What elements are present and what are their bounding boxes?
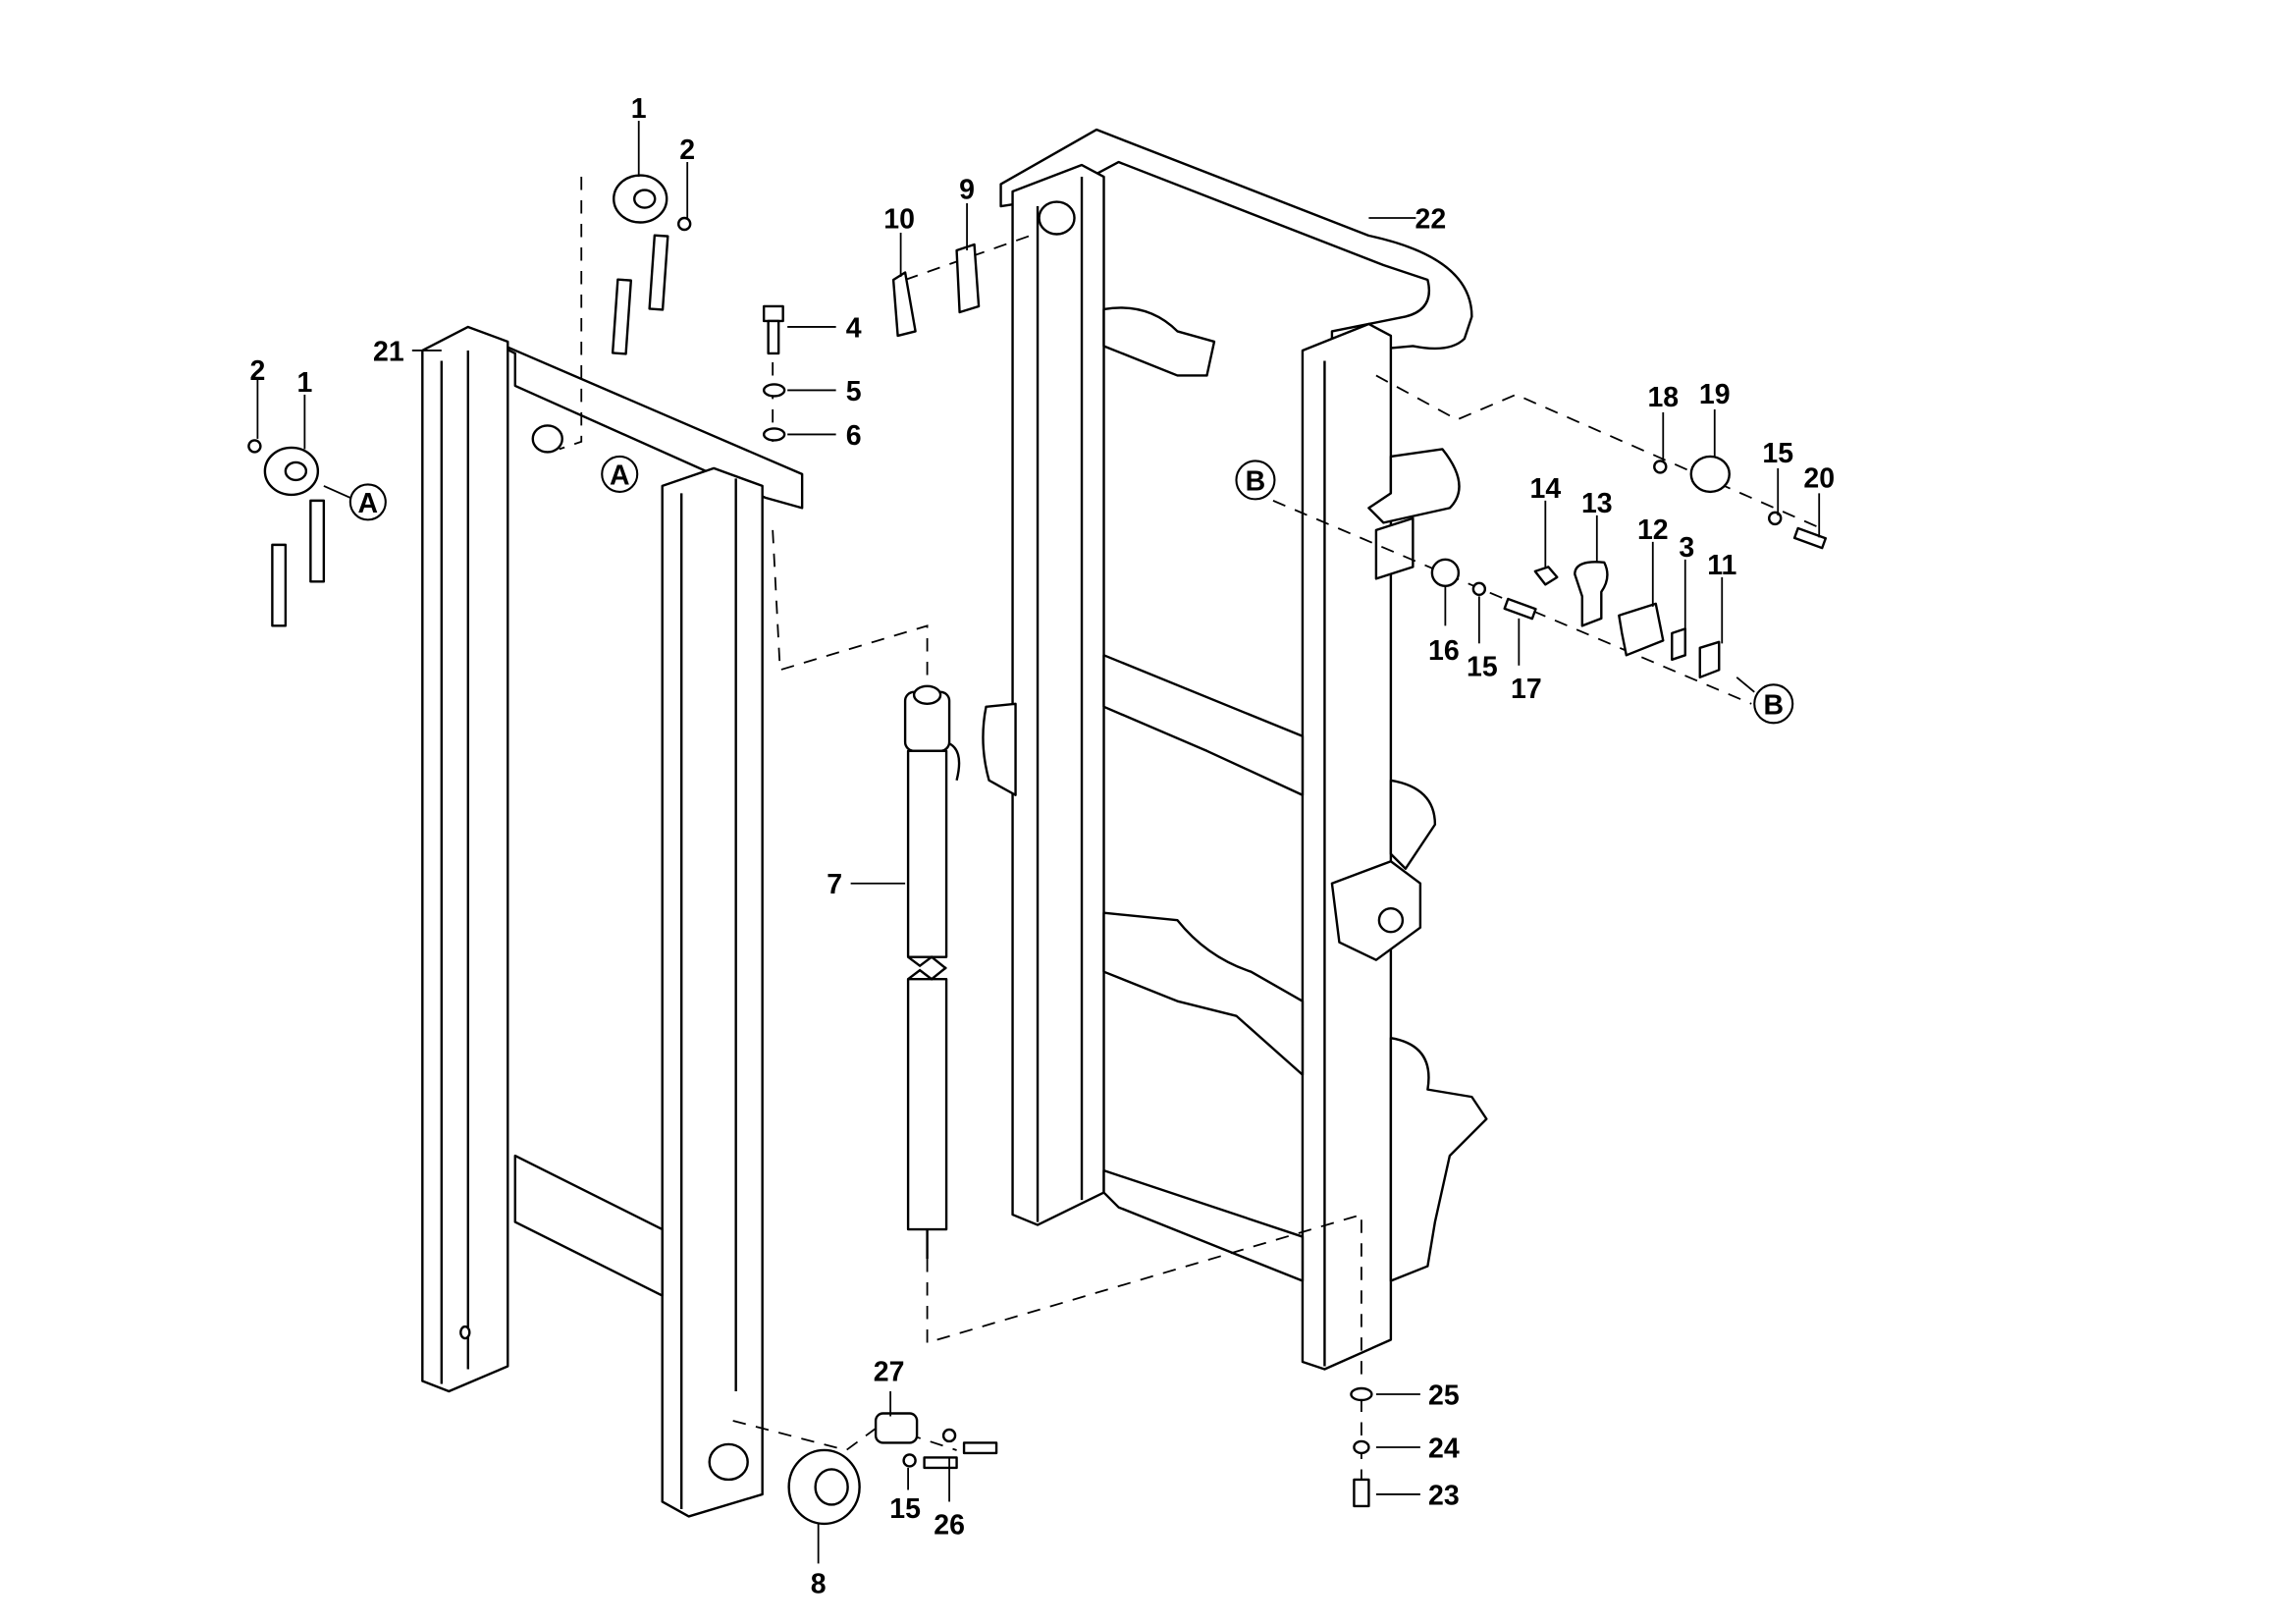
callout-20: 20 bbox=[1803, 462, 1835, 494]
callout-2: 2 bbox=[679, 135, 695, 166]
callout-9: 9 bbox=[959, 175, 975, 206]
leader-lines bbox=[256, 121, 1821, 1564]
callout-10: 10 bbox=[883, 204, 915, 236]
callout-16: 16 bbox=[1428, 635, 1460, 667]
callout-4: 4 bbox=[846, 312, 862, 344]
reference-label: A bbox=[358, 488, 379, 519]
callout-5: 5 bbox=[846, 376, 862, 407]
callout-6: 6 bbox=[846, 420, 862, 452]
parts bbox=[247, 174, 1828, 1526]
sheave-1-top bbox=[613, 174, 668, 224]
callout-25: 25 bbox=[1428, 1380, 1460, 1411]
callout-2: 2 bbox=[249, 355, 265, 387]
callout-22: 22 bbox=[1415, 204, 1447, 236]
reference-a-left: A bbox=[348, 483, 387, 521]
callout-19: 19 bbox=[1699, 379, 1731, 410]
reference-b-bracket: B bbox=[1753, 683, 1794, 725]
callout-26: 26 bbox=[934, 1509, 965, 1541]
callout-1: 1 bbox=[296, 367, 312, 399]
callout-18: 18 bbox=[1647, 382, 1679, 413]
reference-label: B bbox=[1763, 689, 1784, 721]
reference-label: B bbox=[1246, 465, 1266, 497]
callout-21: 21 bbox=[373, 336, 404, 367]
roller-8 bbox=[787, 1448, 861, 1526]
callout-24: 24 bbox=[1428, 1433, 1460, 1464]
sheave-1-left bbox=[263, 446, 320, 497]
callout-13: 13 bbox=[1581, 488, 1613, 519]
callout-14: 14 bbox=[1529, 473, 1561, 505]
callout-8: 8 bbox=[811, 1568, 827, 1599]
callout-17: 17 bbox=[1511, 674, 1542, 705]
callout-7: 7 bbox=[827, 869, 842, 900]
callout-27: 27 bbox=[874, 1357, 905, 1388]
callout-1: 1 bbox=[631, 93, 647, 125]
reference-label: A bbox=[610, 460, 630, 491]
callouts: 1 2 1 2 21 4 5 6 7 8 9 10 22 18 19 15 20… bbox=[249, 93, 1835, 1599]
callout-3: 3 bbox=[1679, 532, 1694, 564]
callout-15: 15 bbox=[1467, 651, 1498, 682]
reference-a-mast: A bbox=[601, 455, 639, 493]
callout-12: 12 bbox=[1637, 514, 1669, 546]
reference-b-mast: B bbox=[1235, 460, 1276, 501]
callout-11: 11 bbox=[1707, 550, 1736, 581]
callout-23: 23 bbox=[1428, 1480, 1460, 1511]
callout-15: 15 bbox=[889, 1493, 921, 1525]
outer-mast-21 bbox=[421, 325, 804, 1518]
inner-mast-22 bbox=[982, 128, 1488, 1371]
callout-15: 15 bbox=[1762, 438, 1793, 469]
